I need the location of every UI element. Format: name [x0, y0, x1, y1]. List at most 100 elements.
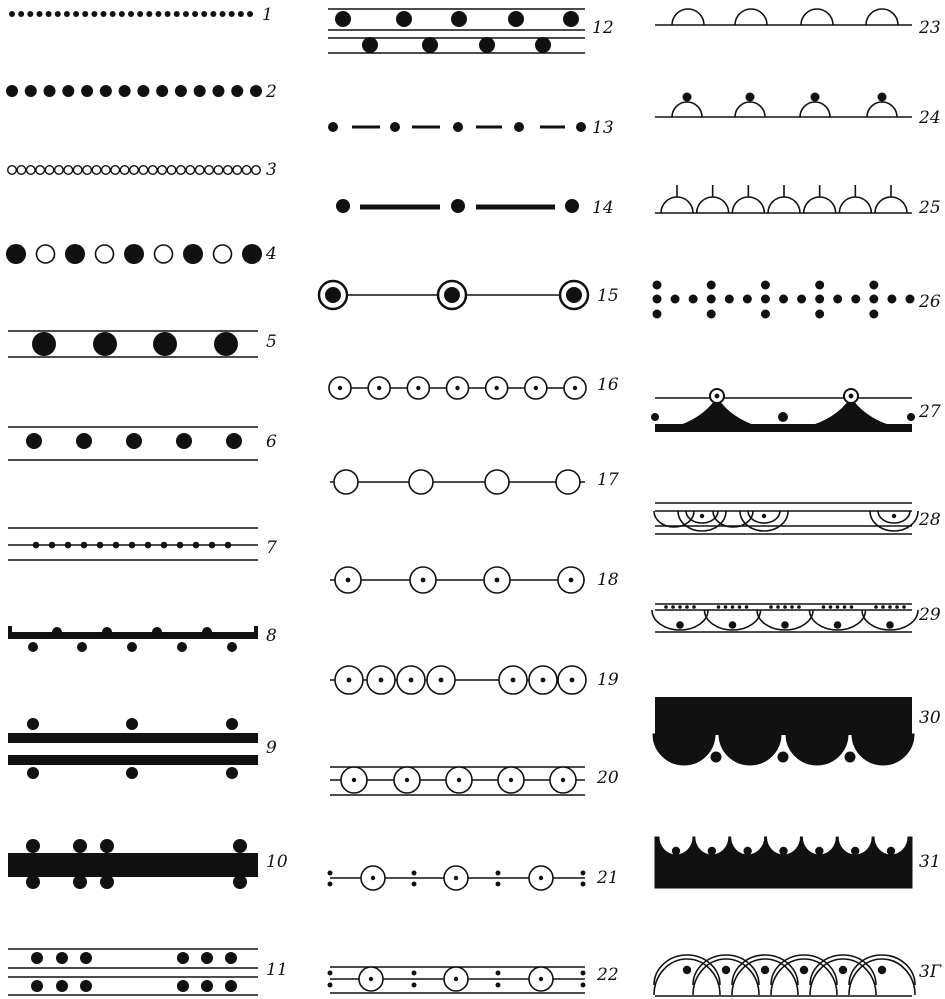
pattern-dot — [6, 85, 18, 97]
pattern-number-label: 5 — [266, 332, 277, 352]
pattern-number-label: 24 — [918, 108, 941, 128]
pattern-dot — [514, 122, 524, 132]
pattern-dot — [119, 85, 131, 97]
pattern-number-label: 3Г — [919, 962, 942, 982]
pattern-dot — [100, 839, 114, 853]
pattern-dot — [878, 966, 886, 974]
pattern-dot — [539, 876, 543, 880]
pattern-ring — [214, 245, 232, 263]
pattern-dot — [769, 605, 773, 609]
pattern-dot — [851, 295, 860, 304]
pattern-dot — [672, 847, 680, 855]
pattern-dot — [849, 394, 854, 399]
pattern-dot — [46, 11, 52, 17]
pattern-dot — [439, 678, 444, 683]
pattern-dot — [581, 871, 586, 876]
pattern-ring — [167, 166, 176, 175]
pattern-dot — [377, 386, 381, 390]
pattern-dot — [64, 11, 70, 17]
pattern-dot — [689, 295, 698, 304]
pattern-dot — [494, 386, 498, 390]
pattern-dot — [653, 310, 662, 319]
pattern-dot — [26, 433, 42, 449]
pattern-dot — [907, 413, 915, 421]
pattern-band — [8, 853, 258, 877]
pattern-number-label: 21 — [596, 868, 619, 888]
pattern-dot — [495, 578, 500, 583]
pattern-ring — [158, 166, 167, 175]
pattern-ring — [92, 166, 101, 175]
pattern-dot — [692, 605, 696, 609]
pattern-dot — [31, 980, 43, 992]
pattern-dot — [124, 244, 144, 264]
pattern-number-label: 25 — [918, 198, 941, 218]
pattern-dot — [212, 85, 224, 97]
pattern-dot — [761, 310, 770, 319]
pattern-scallop-band — [655, 837, 912, 888]
pattern-number-label: 31 — [919, 852, 941, 872]
pattern-dot — [177, 952, 189, 964]
pattern-arc — [654, 511, 694, 527]
pattern-ring — [120, 166, 129, 175]
pattern-semicircle — [672, 9, 704, 25]
pattern-dot — [80, 952, 92, 964]
pattern-dot — [833, 295, 842, 304]
pattern-lobe — [786, 734, 848, 765]
pattern-number-label: 16 — [597, 375, 619, 395]
pattern-dot — [496, 971, 501, 976]
pattern-ring — [83, 166, 92, 175]
pattern-dot — [161, 542, 168, 549]
pattern-dot — [565, 199, 579, 213]
pattern-dot — [390, 122, 400, 132]
pattern-dot — [886, 621, 894, 629]
pattern-dot — [444, 287, 460, 303]
pattern-semicircle — [768, 197, 800, 213]
pattern-dot — [797, 605, 801, 609]
pattern-dot — [27, 718, 39, 730]
pattern-dot — [27, 767, 39, 779]
pattern-dot — [26, 875, 40, 889]
pattern-dot — [535, 37, 551, 53]
pattern-dot — [815, 281, 824, 290]
pattern-dot — [201, 952, 213, 964]
pattern-dot — [210, 11, 216, 17]
pattern-band — [655, 858, 659, 888]
pattern-semicircle — [697, 197, 729, 213]
pattern-ring — [130, 166, 139, 175]
pattern-dot — [576, 122, 586, 132]
pattern-dot — [396, 11, 412, 27]
pattern-dot — [174, 11, 180, 17]
pattern-dot — [761, 281, 770, 290]
pattern-semicircle — [661, 197, 693, 213]
pattern-ring — [556, 470, 580, 494]
pattern-dot — [242, 244, 262, 264]
pattern-dot — [496, 871, 501, 876]
pattern-number-label: 29 — [918, 605, 941, 625]
pattern-number-label: 4 — [265, 244, 277, 264]
pattern-ring — [334, 470, 358, 494]
pattern-dot — [711, 752, 722, 763]
pattern-dot — [781, 621, 789, 629]
pattern-dot — [851, 847, 859, 855]
pattern-band — [8, 755, 258, 765]
pattern-dot — [869, 281, 878, 290]
pattern-dot — [9, 11, 15, 17]
pattern-dot — [534, 386, 538, 390]
pattern-band — [8, 733, 258, 743]
pattern-dot — [214, 332, 238, 356]
pattern-dot — [653, 295, 662, 304]
pattern-ring — [177, 166, 186, 175]
pattern-number-label: 20 — [596, 768, 619, 788]
pattern-semicircle — [801, 9, 833, 25]
pattern-dot — [76, 433, 92, 449]
pattern-dot — [412, 983, 417, 988]
pattern-ring — [45, 166, 54, 175]
pattern-dot — [539, 977, 543, 981]
pattern-ring — [73, 166, 82, 175]
pattern-dot — [815, 847, 823, 855]
pattern-dot — [129, 542, 136, 549]
pattern-dot — [27, 11, 33, 17]
pattern-dot — [165, 11, 171, 17]
pattern-dot — [177, 642, 187, 652]
